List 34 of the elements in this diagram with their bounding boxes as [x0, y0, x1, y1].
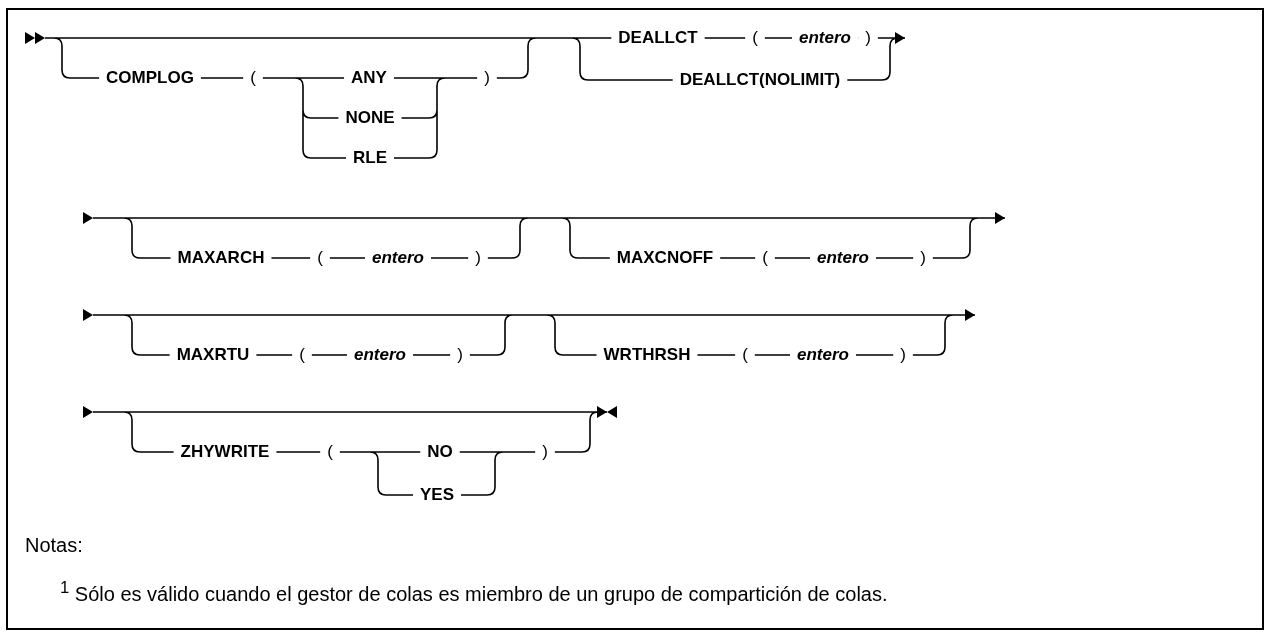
- variable-name: entero: [372, 248, 424, 268]
- syntax-keyword: WRTHRSH: [603, 345, 691, 365]
- variable-name: entero: [817, 248, 869, 268]
- syntax-keyword: MAXCNOFF: [616, 248, 714, 268]
- parenthesis: (: [762, 248, 768, 268]
- parenthesis: ): [542, 442, 548, 462]
- syntax-keyword: DEALLCT: [618, 28, 698, 48]
- syntax-keyword: NO: [427, 442, 453, 462]
- parenthesis: (: [250, 68, 256, 88]
- parenthesis: ): [475, 248, 481, 268]
- syntax-keyword: ZHYWRITE: [180, 442, 270, 462]
- variable-name: entero: [797, 345, 849, 365]
- parenthesis: ): [484, 68, 490, 88]
- parenthesis: ): [457, 345, 463, 365]
- parenthesis: ): [865, 28, 871, 48]
- syntax-keyword: NONE: [345, 108, 395, 128]
- syntax-keyword: RLE: [353, 148, 387, 168]
- syntax-keyword: COMPLOG: [106, 68, 194, 88]
- parenthesis: (: [299, 345, 305, 365]
- parenthesis: ): [900, 345, 906, 365]
- parenthesis: (: [327, 442, 333, 462]
- parenthesis: (: [742, 345, 748, 365]
- variable-name: entero: [354, 345, 406, 365]
- syntax-keyword: DEALLCT(NOLIMIT): [679, 70, 841, 90]
- footnote-text: $^{1}$ Sólo es válido cuando el gestor de colas es miembro de un grupo de compartición de colas.: [60, 578, 888, 606]
- notes-heading: Notas:: [25, 533, 83, 557]
- parenthesis: ): [920, 248, 926, 268]
- syntax-keyword: YES: [420, 485, 454, 505]
- syntax-keyword: MAXARCH: [177, 248, 265, 268]
- variable-name: entero: [799, 28, 851, 48]
- parenthesis: (: [317, 248, 323, 268]
- parenthesis: (: [752, 28, 758, 48]
- syntax-keyword: MAXRTU: [176, 345, 250, 365]
- syntax-keyword: ANY: [351, 68, 387, 88]
